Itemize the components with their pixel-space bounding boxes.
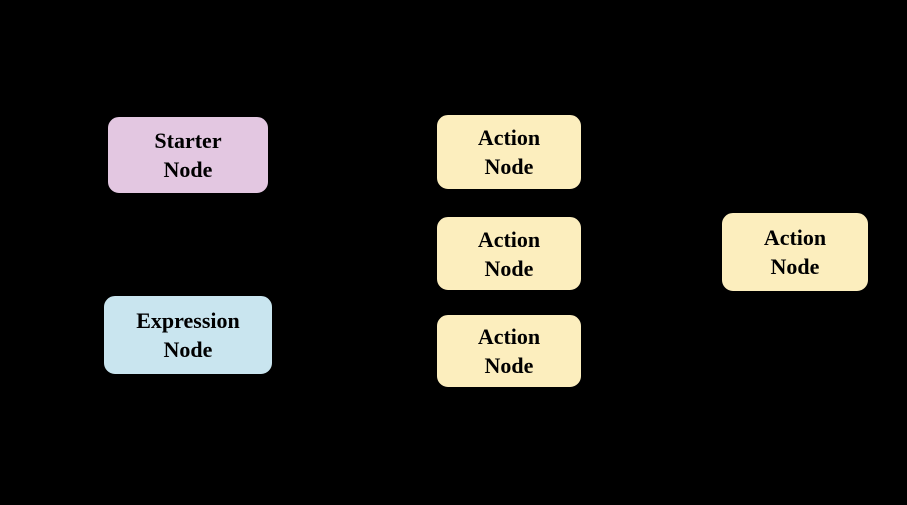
edge-action3-to-expression xyxy=(269,333,436,354)
expression-node-label-line2: Node xyxy=(163,337,213,362)
action-node-1-label-line1: Action xyxy=(477,125,541,150)
expression-node: Expression Node xyxy=(102,294,274,376)
action-node-3-label-line1: Action xyxy=(477,324,541,349)
action-node-1: Action Node xyxy=(435,113,583,191)
expression-node-label-line1: Expression xyxy=(136,308,240,333)
edge-action4-to-action3 xyxy=(579,257,721,353)
action-node-4: Action Node xyxy=(720,211,870,293)
action-node-4-label-line1: Action xyxy=(763,225,827,250)
action-node-3: Action Node xyxy=(435,313,583,389)
action-node-1-label-line2: Node xyxy=(484,154,534,179)
action-node-2-label-line2: Node xyxy=(484,255,534,281)
edge-action4-to-action1 xyxy=(579,150,721,247)
starter-node: Starter Node xyxy=(106,115,270,195)
action-node-4-label-line2: Node xyxy=(770,254,820,279)
starter-node-label-line2: Node xyxy=(163,157,213,182)
action-node-2: Action Node xyxy=(435,215,583,292)
action-node-2-label-line1: Action xyxy=(477,226,541,252)
edge-action4-to-action2 xyxy=(579,249,721,257)
starter-node-label-line1: Starter xyxy=(154,128,222,153)
action-node-3-label-line2: Node xyxy=(484,353,534,378)
